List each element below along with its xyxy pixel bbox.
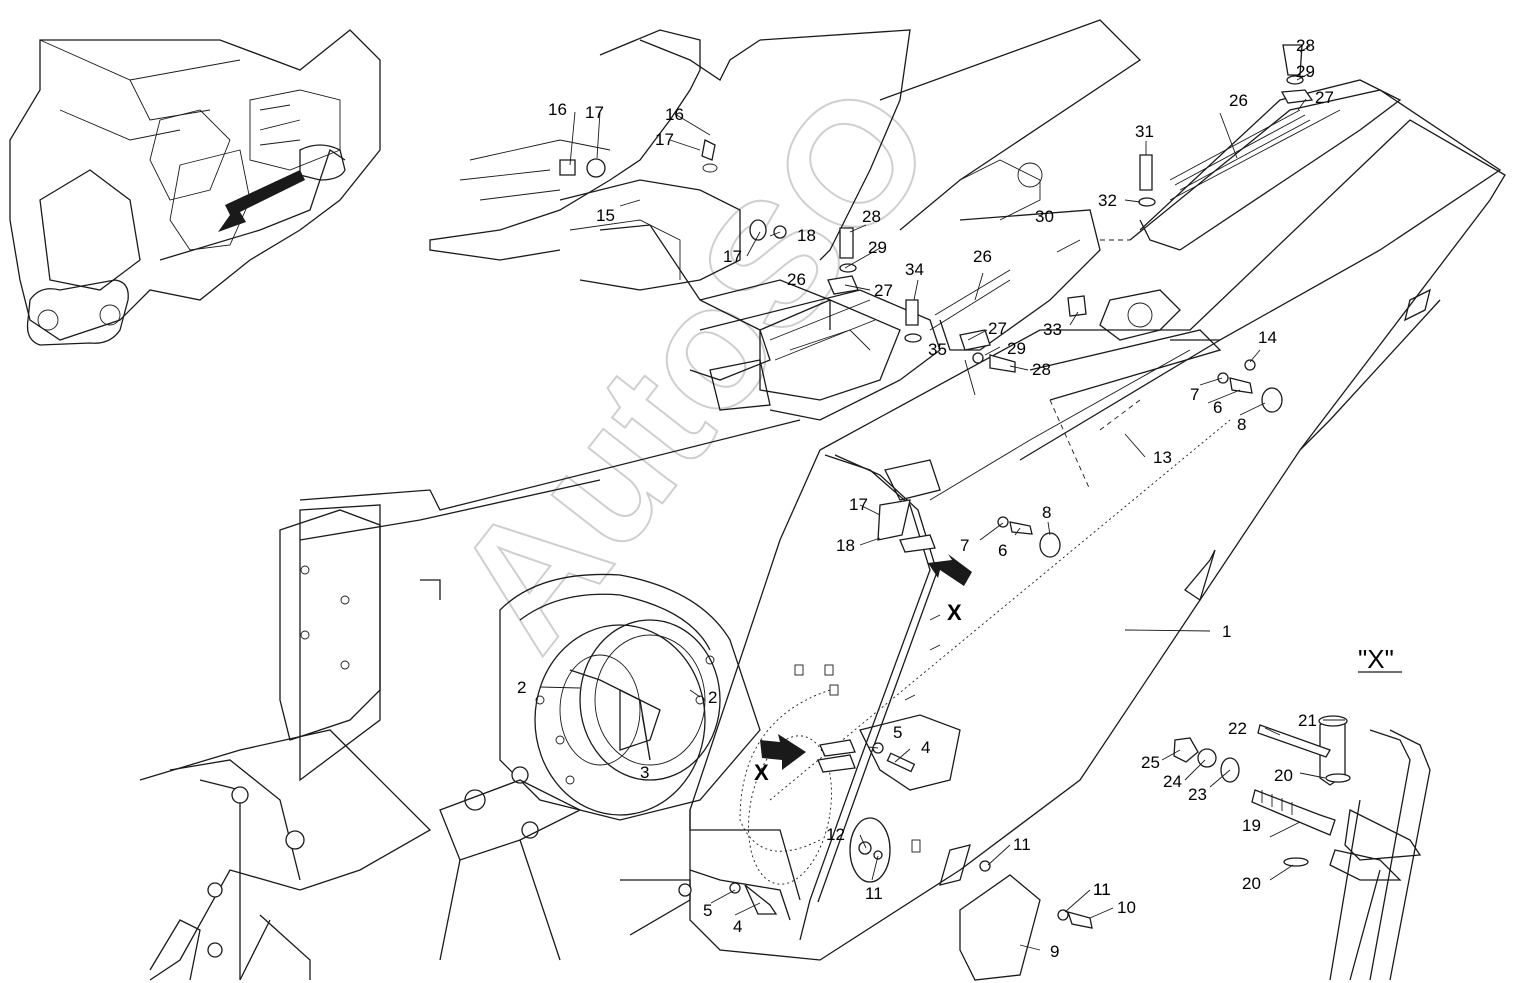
callout: 17 xyxy=(849,495,868,514)
callout: 25 xyxy=(1141,753,1160,772)
upper-frame xyxy=(429,19,1502,421)
view-arrows xyxy=(760,554,972,770)
view-arrow-lower xyxy=(760,734,806,770)
callout: 30 xyxy=(1035,207,1054,226)
callout: 19 xyxy=(1242,816,1261,835)
callout: 13 xyxy=(1153,448,1172,467)
callout: 20 xyxy=(1274,766,1293,785)
callout: 2 xyxy=(517,678,526,697)
callout: 26 xyxy=(1229,91,1248,110)
callout: 2 xyxy=(708,688,717,707)
callout: 22 xyxy=(1228,719,1247,738)
brush-strips xyxy=(769,109,1311,361)
callout: 28 xyxy=(1296,36,1315,55)
callout: 17 xyxy=(585,103,604,122)
callout: 15 xyxy=(596,206,615,225)
callout: 1 xyxy=(1222,622,1231,641)
callout: 28 xyxy=(1032,360,1051,379)
callout: 26 xyxy=(973,247,992,266)
callout: 35 xyxy=(928,340,947,359)
view-marker-x-upper: X xyxy=(947,600,962,625)
detail-view-title: "X" xyxy=(1358,644,1394,674)
callout: 11 xyxy=(865,884,883,903)
callout: 7 xyxy=(960,536,969,555)
callout: 4 xyxy=(921,738,930,757)
callout: 6 xyxy=(998,541,1007,560)
callout: 11 xyxy=(1093,880,1111,899)
callout: 8 xyxy=(1237,415,1246,434)
view-arrow-upper xyxy=(928,554,972,586)
callout: 23 xyxy=(1188,785,1207,804)
callout: 31 xyxy=(1135,122,1154,141)
callout: 29 xyxy=(868,238,887,257)
callout: 20 xyxy=(1242,874,1261,893)
callout-labels: 1 2 2 3 4 4 5 5 6 6 7 7 8 8 9 10 11 11 1… xyxy=(517,36,1334,961)
detail-x-parts xyxy=(1173,715,1431,981)
main-conveyor-body xyxy=(689,119,1506,961)
callout: 16 xyxy=(665,105,684,124)
callout: 27 xyxy=(988,319,1007,338)
callout: 11 xyxy=(1013,835,1031,854)
callout: 28 xyxy=(862,207,881,226)
callout: 8 xyxy=(1042,503,1051,522)
callout: 11 xyxy=(1093,880,1111,899)
hardware-parts xyxy=(559,44,1314,981)
watermark-text: AutoSO xyxy=(416,50,971,683)
leader-lines xyxy=(539,45,1345,951)
callout: 9 xyxy=(1050,942,1059,961)
callout: 27 xyxy=(1315,88,1334,107)
callout: 21 xyxy=(1298,711,1317,730)
callout: 34 xyxy=(905,260,924,279)
callout: 5 xyxy=(703,901,712,920)
callout: 3 xyxy=(640,763,649,782)
callout: 32 xyxy=(1098,191,1117,210)
callout: 6 xyxy=(1213,398,1222,417)
callout: 27 xyxy=(874,281,893,300)
callout: 26 xyxy=(787,270,806,289)
callout: 16 xyxy=(548,100,567,119)
view-marker-x-lower: X xyxy=(754,760,769,785)
callout: 24 xyxy=(1163,772,1182,791)
callout: 17 xyxy=(655,130,674,149)
callout: 18 xyxy=(797,226,816,245)
rotor-housing xyxy=(139,419,801,981)
callout: 33 xyxy=(1043,320,1062,339)
callout: 14 xyxy=(1258,328,1277,347)
callout: 12 xyxy=(826,825,845,844)
callout: 17 xyxy=(723,247,742,266)
callout: 18 xyxy=(836,536,855,555)
callout: 29 xyxy=(1296,62,1315,81)
machine-overview-inset xyxy=(9,29,381,346)
callout: 4 xyxy=(733,917,742,936)
callout: 10 xyxy=(1117,898,1136,917)
callout: 7 xyxy=(1190,385,1199,404)
callout: 5 xyxy=(893,723,902,742)
callout: 29 xyxy=(1007,339,1026,358)
